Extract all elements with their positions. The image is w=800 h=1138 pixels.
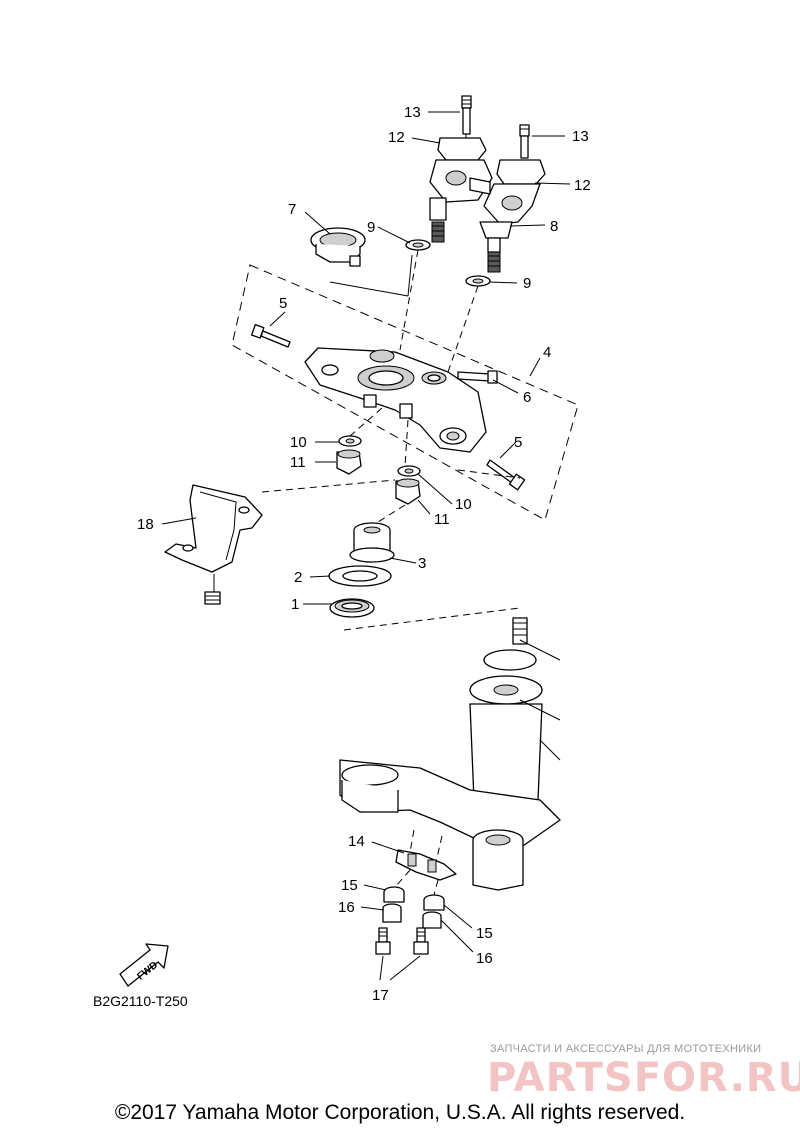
callout-2: 2 (294, 569, 302, 586)
callout-labels: 13 13 12 12 7 9 8 9 5 4 6 5 10 11 10 11 … (137, 104, 591, 1004)
spacer-part-16-left (382, 903, 402, 923)
callout-4: 4 (543, 344, 551, 361)
alignment-lines (261, 249, 521, 896)
callout-15-right: 15 (476, 925, 493, 942)
fwd-arrow-icon: FWD (119, 943, 169, 987)
handlebar-holder-right (469, 124, 546, 273)
callout-13-left: 13 (404, 104, 421, 121)
callout-12-left: 12 (388, 129, 405, 146)
bolt-part-5-lower (486, 459, 526, 491)
callout-8: 8 (550, 218, 558, 235)
callout-9-right: 9 (523, 275, 531, 292)
guide-part-14 (395, 849, 457, 881)
nut-part-11-left (336, 449, 362, 475)
collar-part-15-right (423, 894, 445, 911)
watermark-tagline: ЗАПЧАСТИ И АКСЕССУАРЫ ДЛЯ МОТОТЕХНИКИ (490, 1043, 762, 1055)
collar-part-15-left (383, 886, 405, 903)
callout-16-left: 16 (338, 899, 355, 916)
bearing-part-1 (329, 598, 375, 618)
callout-12-right: 12 (574, 177, 591, 194)
callout-14: 14 (348, 833, 365, 850)
spacer-part-16-right (422, 911, 442, 929)
bolt-part-6 (457, 370, 498, 384)
bolt-part-17-right (413, 927, 429, 955)
handlebar-holder-left (429, 95, 493, 243)
callout-10-left: 10 (290, 434, 307, 451)
watermark-logo: PARTSFOR.RU (487, 1055, 800, 1101)
callout-11-right: 11 (434, 511, 450, 528)
callout-3: 3 (418, 555, 426, 572)
callout-13-right: 13 (572, 128, 589, 145)
diagram-code: B2G2110-T250 (93, 993, 188, 1009)
nut-part-11-right (395, 478, 421, 505)
callout-10-right: 10 (455, 496, 472, 513)
callout-7: 7 (288, 201, 296, 218)
callout-9-left: 9 (367, 219, 375, 236)
callout-6: 6 (523, 389, 531, 406)
cap-part-7 (310, 227, 366, 267)
leader-lines (161, 111, 571, 981)
bolt-part-5-upper (250, 324, 291, 348)
callout-18: 18 (137, 516, 154, 533)
bearing-cover-part-3 (349, 522, 395, 563)
callout-5-lower: 5 (514, 434, 522, 451)
bracket-part-18 (164, 484, 263, 605)
upper-bracket-part-4 (304, 347, 487, 453)
washer-part-2 (328, 565, 392, 587)
callout-11-left: 11 (290, 454, 306, 471)
callout-17: 17 (372, 987, 389, 1004)
assembly-box-4 (231, 264, 579, 521)
bolt-part-17-left (375, 927, 391, 955)
callout-16-right: 16 (476, 950, 493, 967)
callout-5-upper: 5 (279, 295, 287, 312)
callout-1: 1 (291, 596, 299, 613)
copyright-notice: ©2017 Yamaha Motor Corporation, U.S.A. A… (114, 1101, 686, 1124)
steering-stem-assembly (339, 617, 561, 891)
callout-15-left: 15 (341, 877, 358, 894)
